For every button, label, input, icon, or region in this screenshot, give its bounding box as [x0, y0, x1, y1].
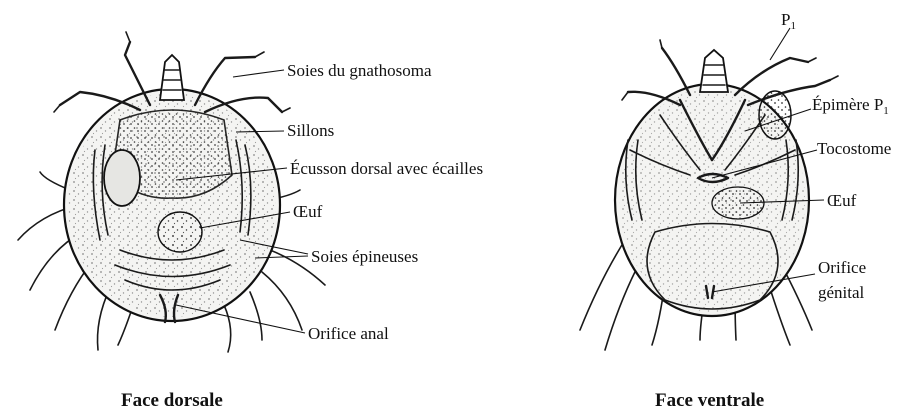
label-epimere-text: Épimère P	[812, 95, 883, 114]
dorsal-egg	[104, 150, 140, 206]
label-p1-letter: P	[781, 10, 790, 29]
label-p1-sub: 1	[790, 20, 796, 32]
label-orifice: Orifice	[818, 258, 866, 277]
label-ecusson: Écusson dorsal avec écailles	[290, 159, 483, 178]
dorsal-gnathosoma	[54, 32, 290, 112]
label-oeuf-dorsal: Œuf	[293, 202, 323, 221]
dorsal-view: Soies du gnathosoma Sillons Écusson dors…	[18, 32, 483, 411]
ventral-view: P1 Épimère P1 Tocostome Œuf Orifice géni…	[580, 10, 891, 411]
label-genital: génital	[818, 283, 865, 302]
label-epimere-sub: 1	[883, 105, 889, 117]
caption-face-dorsale: Face dorsale	[121, 390, 223, 411]
label-oeuf-ventral: Œuf	[827, 191, 857, 210]
caption-face-ventrale: Face ventrale	[655, 390, 764, 411]
ventral-egg	[712, 187, 764, 219]
dorsal-egg-2	[158, 212, 202, 252]
label-sillons: Sillons	[287, 121, 334, 140]
label-tocostome: Tocostome	[817, 139, 891, 158]
label-soies-epineuses: Soies épineuses	[311, 247, 418, 266]
label-soies-gnathosoma: Soies du gnathosoma	[287, 61, 432, 80]
label-p1: P1	[781, 10, 796, 32]
label-orifice-anal: Orifice anal	[308, 324, 389, 343]
label-epimere: Épimère P1	[812, 95, 889, 117]
